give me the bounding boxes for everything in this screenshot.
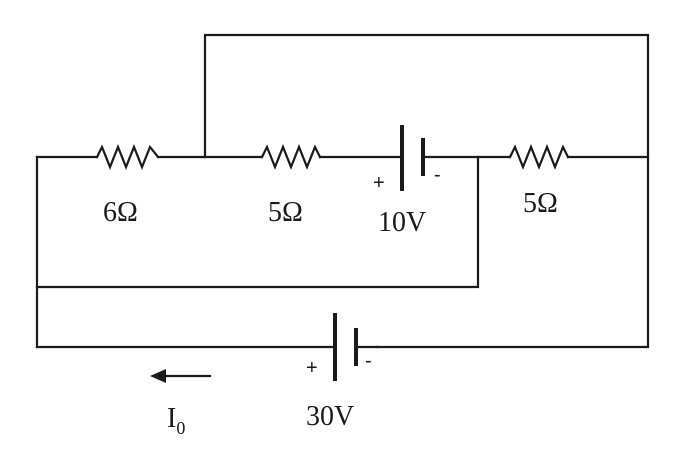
- resistor-6ohm: [95, 144, 160, 170]
- battery-30v-plus: +: [306, 357, 318, 379]
- label-5ohm-right: 5Ω: [523, 188, 558, 219]
- current-arrow-head: [150, 369, 166, 383]
- top-loop-wire: [203, 33, 650, 349]
- battery-30v-minus: -: [365, 350, 372, 372]
- label-6ohm: 6Ω: [103, 197, 138, 228]
- label-current: I0: [167, 403, 185, 438]
- current-symbol: I: [167, 403, 176, 434]
- resistor-5ohm-middle: [260, 144, 322, 170]
- resistor-5ohm-right: [508, 144, 570, 170]
- label-5ohm-middle: 5Ω: [268, 197, 303, 228]
- current-subscript: 0: [176, 418, 185, 438]
- inner-loop-wire: [35, 155, 480, 289]
- label-10v: 10V: [378, 207, 426, 238]
- label-30v: 30V: [306, 401, 354, 432]
- battery-10v-minus: -: [434, 164, 441, 186]
- battery-10v-plus: +: [373, 172, 385, 194]
